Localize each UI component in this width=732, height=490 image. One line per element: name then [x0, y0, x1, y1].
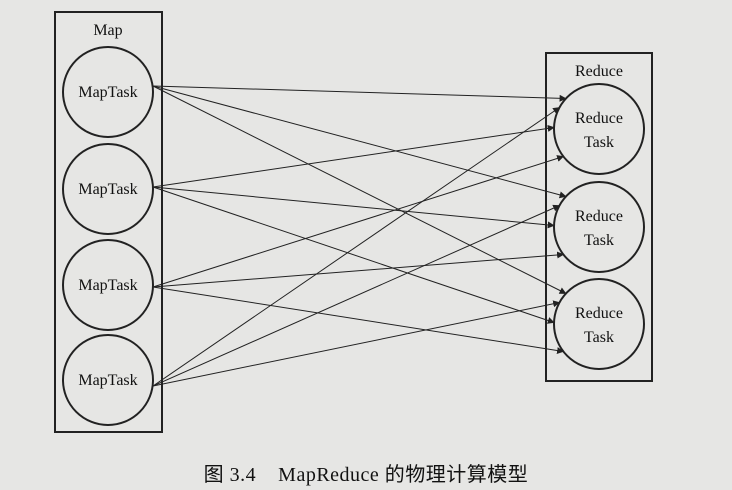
connection-arrow — [152, 85, 567, 294]
connection-arrow — [152, 186, 555, 229]
connection-arrow — [152, 300, 561, 387]
figure-title: MapReduce 的物理计算模型 — [278, 464, 529, 486]
map-task-label: MapTask — [78, 372, 137, 389]
connection-arrow — [152, 186, 555, 324]
reduce-task-label-line2: Task — [584, 134, 614, 151]
reduce-task-label-line2: Task — [584, 232, 614, 249]
figure-caption: 图 3.4 MapReduce 的物理计算模型 — [0, 458, 732, 487]
reduce-task-label-line2: Task — [584, 329, 614, 346]
reduce-task: Reduce Task — [553, 181, 645, 273]
connection-arrow — [152, 204, 561, 387]
map-group-box — [54, 11, 163, 433]
connection-arrow — [152, 85, 567, 102]
connection-arrow — [152, 85, 567, 199]
map-task-label: MapTask — [78, 84, 137, 101]
map-task-label: MapTask — [78, 277, 137, 294]
map-task-circle — [62, 46, 154, 138]
map-task: MapTask — [62, 334, 154, 426]
map-task-circle — [62, 239, 154, 331]
reduce-task-label-line1: Reduce — [575, 305, 623, 322]
connection-arrow — [152, 107, 561, 387]
reduce-task-label-line1: Reduce — [575, 110, 623, 127]
reduce-task: Reduce Task — [553, 278, 645, 370]
map-task-circle — [62, 334, 154, 426]
reduce-task-circle — [553, 181, 645, 273]
connection-arrow — [152, 155, 565, 288]
connections — [152, 85, 567, 387]
map-group-label: Map — [93, 22, 122, 39]
map-task-label: MapTask — [78, 181, 137, 198]
map-task: MapTask — [62, 239, 154, 331]
reduce-task-label-line1: Reduce — [575, 208, 623, 225]
connection-arrow — [152, 251, 565, 288]
reduce-task-circle — [553, 83, 645, 175]
connection-arrow — [152, 124, 555, 188]
map-task: MapTask — [62, 46, 154, 138]
reduce-task: Reduce Task — [553, 83, 645, 175]
reduce-group-box — [545, 52, 653, 382]
reduce-group-label: Reduce — [575, 63, 623, 80]
figure-number: 图 3.4 — [203, 464, 257, 486]
map-task-circle — [62, 143, 154, 235]
reduce-task-circle — [553, 278, 645, 370]
connection-arrow — [152, 286, 565, 354]
map-task: MapTask — [62, 143, 154, 235]
